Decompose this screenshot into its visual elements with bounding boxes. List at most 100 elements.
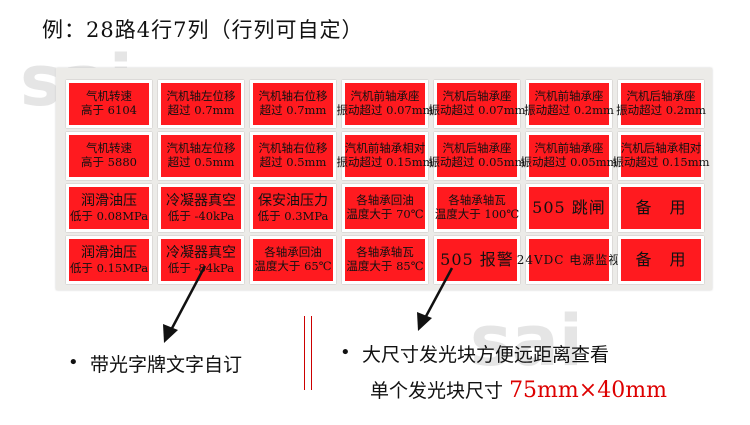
lamp-cell: 汽机前轴承座振动超过 0.2mm	[524, 80, 614, 128]
note-lamp-size: 单个发光块尺寸 75mm×40mm	[370, 376, 667, 403]
lamp-cell: 气机转速高于 6104	[66, 80, 152, 128]
lamp-cell: 冷凝器真空低于 -40kPa	[158, 184, 244, 232]
arrow-right	[422, 267, 454, 321]
lamp-cell: 冷凝器真空低于 -84kPa	[158, 236, 244, 284]
lamp-text-line2: 超过 0.7mm	[259, 103, 327, 117]
lamp-label: 汽机前轴承座振动超过 0.2mm	[524, 83, 614, 125]
lamp-text-line2: 温度大于 70℃	[346, 207, 424, 221]
lamp-label: 汽机轴右位移超过 0.7mm	[253, 83, 333, 125]
lamp-cell: 505 跳闸	[526, 184, 612, 232]
lamp-cell: 润滑油压低于 0.15MPa	[66, 236, 152, 284]
lamp-text-line1: 汽机后轴承相对	[620, 141, 702, 156]
arrow-left-head	[163, 324, 178, 343]
arrow-left	[168, 265, 207, 333]
lamp-label: 各轴承回油温度大于 65℃	[253, 239, 333, 281]
lamp-label: 505 报警	[437, 239, 517, 281]
lamp-label: 保安油压力低于 0.3MPa	[253, 187, 333, 229]
lamp-text-line2: 低于 0.3MPa	[257, 208, 329, 223]
lamp-text-line1: 备 用	[635, 250, 687, 270]
lamp-label: 汽机前轴承相对振动超过 0.15mm	[336, 135, 434, 177]
bullet: •	[68, 352, 79, 373]
note-large-lamp: 大尺寸发光块方便远距离查看	[362, 344, 610, 366]
lamp-text-line1: 冷凝器真空	[166, 192, 236, 209]
lamp-text-line2: 温度大于 65℃	[254, 259, 332, 273]
lamp-text-line1: 24VDC 电源监视	[516, 252, 622, 267]
lamp-text-line1: 冷凝器真空	[166, 244, 236, 261]
lamp-label: 汽机后轴承相对振动超过 0.15mm	[612, 135, 710, 177]
lamp-label: 汽机轴左位移超过 0.7mm	[161, 83, 241, 125]
lamp-cell: 保安油压力低于 0.3MPa	[250, 184, 336, 232]
arrow-right-head	[417, 312, 432, 331]
lamp-text-line2: 低于 -40kPa	[167, 208, 235, 223]
lamp-text-line1: 气机转速	[86, 141, 132, 156]
lamp-text-line2: 高于 6104	[81, 103, 137, 117]
size-label: 单个发光块尺寸	[370, 380, 504, 402]
lamp-text-line2: 超过 0.5mm	[167, 155, 235, 169]
bullet: •	[340, 342, 351, 363]
lamp-text-line2: 振动超过 0.2mm	[524, 103, 614, 117]
lamp-text-line2: 温度大于 85℃	[346, 259, 424, 273]
lamp-cell: 润滑油压低于 0.08MPa	[66, 184, 152, 232]
lamp-text-line1: 各轴承轴瓦	[356, 245, 414, 260]
lamp-label: 各轴承轴瓦温度大于 100℃	[435, 187, 519, 229]
lamp-cell: 汽机轴左位移超过 0.7mm	[158, 80, 244, 128]
lamp-label: 汽机后轴承座振动超过 0.07mm	[428, 83, 526, 125]
lamp-text-line1: 汽机前轴承座	[534, 141, 604, 156]
lamp-cell: 各轴承轴瓦温度大于 100℃	[434, 184, 520, 232]
lamp-text-line1: 汽机轴左位移	[166, 141, 236, 156]
lamp-label: 汽机后轴承座振动超过 0.2mm	[616, 83, 706, 125]
lamp-label: 24VDC 电源监视	[517, 239, 620, 281]
lamp-cell: 汽机后轴承相对振动超过 0.15mm	[612, 132, 710, 180]
lamp-label: 气机转速高于 5880	[69, 135, 149, 177]
lamp-label: 各轴承回油温度大于 70℃	[345, 187, 425, 229]
lamp-text-line1: 各轴承轴瓦	[448, 193, 506, 208]
lamp-text-line1: 505 报警	[440, 250, 514, 270]
lamp-text-line2: 振动超过 0.2mm	[616, 103, 706, 117]
watermark-logo: sai	[470, 300, 583, 382]
lamp-text-line2: 振动超过 0.07mm	[336, 103, 434, 117]
lamp-label: 冷凝器真空低于 -84kPa	[161, 239, 241, 281]
lamp-label: 备 用	[621, 187, 701, 229]
lamp-text-line1: 汽机前轴承座	[350, 89, 420, 104]
lamp-text-line2: 低于 0.15MPa	[69, 260, 149, 275]
lamp-text-line1: 汽机前轴承座	[534, 89, 604, 104]
lamp-text-line2: 振动超过 0.15mm	[612, 155, 710, 169]
divider	[304, 316, 312, 390]
lamp-text-line1: 汽机轴左位移	[166, 89, 236, 104]
lamp-text-line2: 振动超过 0.05mm	[520, 155, 618, 169]
lamp-cell: 各轴承轴瓦温度大于 85℃	[342, 236, 428, 284]
lamp-cell: 汽机后轴承座振动超过 0.07mm	[428, 80, 526, 128]
lamp-label: 润滑油压低于 0.15MPa	[69, 239, 149, 281]
lamp-label: 505 跳闸	[529, 187, 609, 229]
lamp-cell: 备 用	[618, 184, 704, 232]
lamp-text-line2: 超过 0.5mm	[259, 155, 327, 169]
lamp-cell: 气机转速高于 5880	[66, 132, 152, 180]
size-value: 75mm×40mm	[509, 378, 667, 403]
lamp-cell: 汽机前轴承座振动超过 0.07mm	[336, 80, 434, 128]
lamp-cell: 汽机后轴承座振动超过 0.2mm	[616, 80, 706, 128]
lamp-text-line2: 振动超过 0.15mm	[336, 155, 434, 169]
lamp-text-line2: 振动超过 0.05mm	[428, 155, 526, 169]
lamp-cell: 汽机后轴承座振动超过 0.05mm	[428, 132, 526, 180]
lamp-cell: 汽机前轴承座振动超过 0.05mm	[520, 132, 618, 180]
lamp-text-line2: 低于 0.08MPa	[69, 208, 149, 223]
lamp-cell: 汽机前轴承相对振动超过 0.15mm	[336, 132, 434, 180]
lamp-text-line1: 汽机轴右位移	[258, 89, 328, 104]
lamp-text-line1: 汽机后轴承座	[442, 89, 512, 104]
lamp-text-line1: 汽机后轴承座	[442, 141, 512, 156]
lamp-text-line2: 低于 -84kPa	[167, 260, 235, 275]
lamp-label: 气机转速高于 6104	[69, 83, 149, 125]
note-custom-text: 带光字牌文字自订	[90, 354, 243, 376]
lamp-text-line1: 汽机轴右位移	[258, 141, 328, 156]
lamp-text-line1: 各轴承回油	[264, 245, 322, 260]
lamp-label: 润滑油压低于 0.08MPa	[69, 187, 149, 229]
lamp-cell: 24VDC 电源监视	[517, 236, 620, 284]
lamp-cell: 各轴承回油温度大于 70℃	[342, 184, 428, 232]
page-title: 例：28路4行7列（行列可自定）	[42, 18, 364, 42]
lamp-cell: 备 用	[618, 236, 704, 284]
lamp-text-line1: 备 用	[635, 198, 687, 218]
lamp-text-line1: 润滑油压	[81, 244, 137, 261]
lamp-text-line1: 汽机后轴承座	[626, 89, 696, 104]
lamp-cell: 各轴承回油温度大于 65℃	[250, 236, 336, 284]
